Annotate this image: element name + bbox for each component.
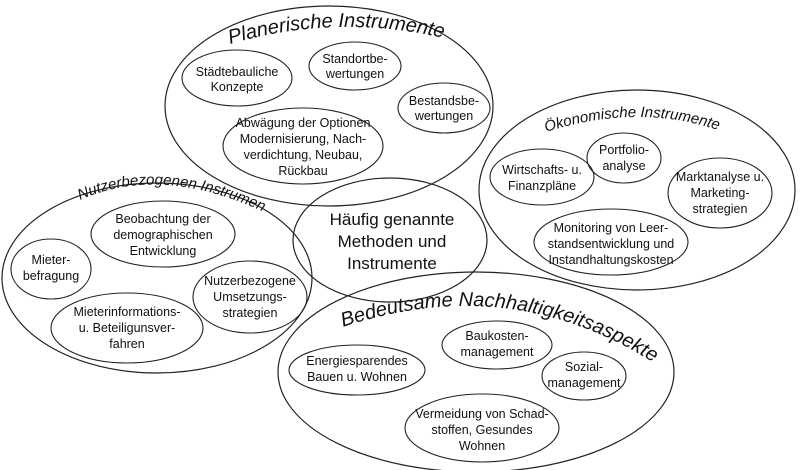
oeko-item-wirtschaft-line-1: Wirtschafts- u.	[502, 163, 582, 177]
oeko-item-portfolio: Portfolio- analyse	[586, 132, 662, 184]
nutz-item-beobachtung-line-1: Beobachtung der	[115, 212, 210, 226]
nutz-item-umsetzung-line-3: strategien	[223, 306, 278, 320]
plan-item-staedtebau-line-2: Konzepte	[211, 80, 264, 94]
nutz-item-mieterinfo-line-2: u. Beteiligunsver-	[79, 321, 176, 335]
oeko-item-markt: Marktanalyse u. Marketing- strategien	[667, 157, 773, 229]
nutz-item-beobachtung: Beobachtung der demographischen Entwickl…	[90, 200, 236, 268]
plan-item-standort-line-1: Standortbe-	[322, 52, 387, 66]
cluster-planerische-ellipse	[164, 5, 494, 207]
plan-item-bestand-line-2: wertungen	[414, 109, 473, 123]
oeko-item-markt-line-3: strategien	[693, 202, 748, 216]
oeko-item-portfolio-line-1: Portfolio-	[599, 143, 649, 157]
nutz-item-mieterbefragung-line-2: befragung	[23, 269, 79, 283]
plan-item-abwaegung-line-3: verdichtung, Neubau,	[244, 148, 363, 162]
nach-item-sozial-line-2: management	[548, 376, 621, 390]
nutz-item-beobachtung-line-2: demographischen	[113, 228, 212, 242]
cluster-oekonomische-title: Ökonomische Instrumente	[542, 104, 722, 136]
oeko-item-monitoring-line-3: Instandhaltungskosten	[548, 253, 673, 267]
oeko-item-monitoring: Monitoring von Leer- standsentwicklung u…	[533, 208, 689, 276]
plan-item-bestand-line-1: Bestandsbe-	[409, 94, 479, 108]
oeko-item-wirtschaft: Wirtschafts- u. Finanzpläne	[489, 148, 595, 206]
nach-item-energie-line-2: Bauen u. Wohnen	[307, 370, 407, 384]
plan-item-staedtebau: Städtebauliche Konzepte	[181, 49, 293, 107]
nach-item-energie-line-1: Energiesparendes	[306, 354, 407, 368]
nach-item-baukosten: Baukosten- management	[441, 320, 553, 370]
nutz-item-mieterinfo-line-1: Mieterinformations-	[74, 305, 181, 319]
nach-item-vermeidung-line-3: Wohnen	[459, 439, 505, 453]
cluster-nachhaltigkeit-ellipse	[277, 271, 675, 470]
oeko-item-markt-line-1: Marktanalyse u.	[676, 170, 764, 184]
nach-item-baukosten-line-2: management	[461, 345, 534, 359]
cluster-nutzerbezogene-ellipse	[1, 182, 313, 374]
nach-item-vermeidung-line-1: Vermeidung von Schad-	[415, 407, 548, 421]
center-label-line-1: Häufig genannte	[330, 210, 455, 229]
nutz-item-mieterbefragung-line-1: Mieter-	[32, 253, 71, 267]
plan-item-abwaegung-line-2: Modernisierung, Nach-	[240, 132, 366, 146]
nach-item-sozial: Sozial- management	[541, 351, 627, 401]
nach-item-sozial-line-1: Sozial-	[565, 360, 603, 374]
oeko-item-monitoring-line-2: standsentwicklung und	[548, 237, 675, 251]
oeko-item-wirtschaft-line-2: Finanzpläne	[508, 179, 576, 193]
plan-item-abwaegung: Abwägung der Optionen Modernisierung, Na…	[222, 107, 384, 185]
nach-item-baukosten-line-1: Baukosten-	[465, 329, 528, 343]
plan-item-abwaegung-line-1: Abwägung der Optionen	[236, 116, 371, 130]
nutz-item-mieterbefragung: Mieter- befragung	[10, 238, 92, 300]
plan-item-standort: Standortbe- wertungen	[308, 41, 402, 91]
oeko-item-monitoring-line-1: Monitoring von Leer-	[554, 221, 669, 235]
center-label: Häufig genannte Methoden und Instrumente	[330, 210, 455, 273]
nutz-item-umsetzung: Nutzerbezogene Umsetzungs- strategien	[192, 260, 308, 334]
nutz-item-umsetzung-line-1: Nutzerbezogene	[204, 274, 296, 288]
center-label-line-2: Methoden und	[338, 232, 447, 251]
oeko-item-portfolio-line-2: analyse	[602, 159, 645, 173]
nach-item-vermeidung-line-2: stoffen, Gesundes	[431, 423, 532, 437]
nach-item-vermeidung: Vermeidung von Schad- stoffen, Gesundes …	[404, 393, 560, 463]
plan-item-bestand: Bestandsbe- wertungen	[397, 82, 491, 134]
cluster-oekonomische-ellipse	[478, 89, 796, 291]
center-label-line-3: Instrumente	[347, 254, 437, 273]
nutz-item-umsetzung-line-2: Umsetzungs-	[213, 290, 287, 304]
plan-item-standort-line-2: wertungen	[325, 67, 384, 81]
nach-item-energie: Energiesparendes Bauen u. Wohnen	[288, 344, 426, 396]
plan-item-abwaegung-line-4: Rückbau	[278, 164, 327, 178]
nutz-item-mieterinfo-line-3: fahren	[109, 337, 144, 351]
center-ellipse	[292, 177, 488, 303]
plan-item-staedtebau-line-1: Städtebauliche	[196, 65, 279, 79]
nutz-item-mieterinfo: Mieterinformations- u. Beteiligunsver- f…	[50, 292, 204, 364]
nutz-item-beobachtung-line-3: Entwicklung	[130, 244, 197, 258]
oeko-item-markt-line-2: Marketing-	[690, 186, 749, 200]
